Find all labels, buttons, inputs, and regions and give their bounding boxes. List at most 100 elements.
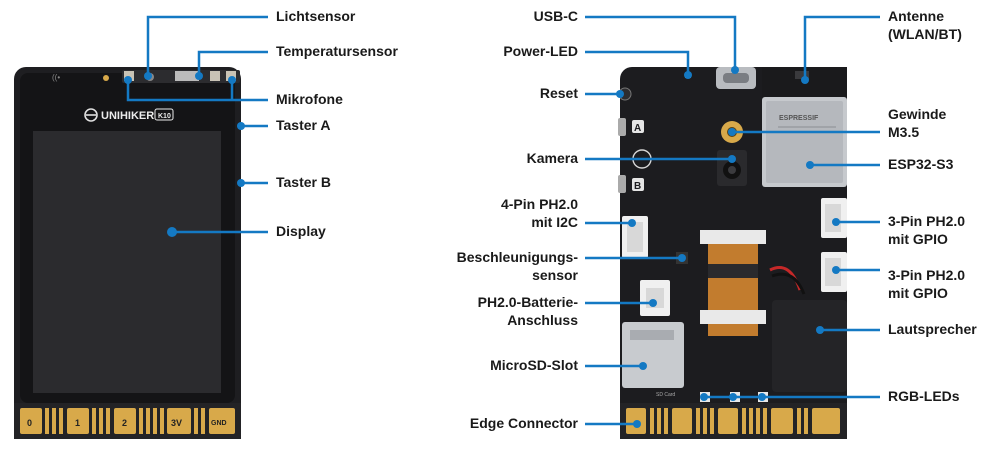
button-b-body bbox=[618, 175, 626, 193]
dot-mikrofone-1 bbox=[124, 76, 132, 84]
label-microsd: MicroSD-Slot bbox=[490, 357, 578, 373]
dot-rgb-2 bbox=[729, 393, 737, 401]
label-gewinde-line1: Gewinde bbox=[888, 106, 947, 122]
pin-label-gnd: GND bbox=[211, 420, 227, 427]
dot-lautsprecher bbox=[816, 326, 824, 334]
label-gewinde-line2: M3.5 bbox=[888, 124, 920, 140]
label-display: Display bbox=[276, 223, 326, 239]
label-gpio2-line1: 3-Pin PH2.0 bbox=[888, 267, 966, 283]
label-batterie-line1: PH2.0-Batterie- bbox=[477, 294, 578, 310]
dot-i2c bbox=[628, 219, 636, 227]
dot-gpio-1 bbox=[832, 218, 840, 226]
temp-part bbox=[175, 71, 199, 81]
callout-power-led bbox=[585, 50, 690, 73]
pin-pad-0 bbox=[20, 408, 42, 434]
dot-kamera bbox=[728, 155, 736, 163]
label-kamera: Kamera bbox=[526, 150, 578, 166]
label-antenne-line2: (WLAN/BT) bbox=[888, 26, 962, 42]
dot-rgb-1 bbox=[700, 393, 708, 401]
pin-label-2: 2 bbox=[122, 418, 127, 428]
button-b-marker bbox=[632, 178, 644, 191]
mic-left bbox=[124, 71, 134, 81]
fpc-connector-bottom bbox=[700, 310, 766, 324]
button-b-letter: B bbox=[634, 181, 641, 192]
front-display bbox=[33, 131, 221, 393]
dot-usb-c bbox=[731, 66, 739, 74]
label-lautsprecher: Lautsprecher bbox=[888, 321, 977, 337]
label-taster-a: Taster A bbox=[276, 117, 331, 133]
dot-taster-a bbox=[237, 122, 245, 130]
pin-pad-2 bbox=[114, 408, 136, 434]
callout-lichtsensor bbox=[146, 15, 268, 76]
label-reset: Reset bbox=[539, 85, 578, 101]
speaker bbox=[772, 300, 847, 392]
dot-antenne bbox=[801, 76, 809, 84]
dot-mikrofone-2 bbox=[228, 76, 236, 84]
speaker-wire-black bbox=[771, 272, 806, 295]
callout-antenne bbox=[803, 15, 880, 80]
button-a-body bbox=[618, 118, 626, 136]
nfc-icon: ((• bbox=[52, 73, 60, 82]
label-temperatursensor: Temperatursensor bbox=[276, 43, 398, 59]
pin-label-0: 0 bbox=[27, 418, 32, 428]
callout-usb-c bbox=[585, 15, 737, 70]
esp32-brand: ESPRESSIF bbox=[779, 115, 819, 122]
mic-right bbox=[210, 71, 220, 81]
dot-display bbox=[167, 227, 177, 237]
dot-reset bbox=[616, 90, 624, 98]
label-usb-c: USB-C bbox=[533, 8, 578, 24]
dot-microsd bbox=[639, 362, 647, 370]
brand-name: UNIHIKER bbox=[101, 110, 154, 122]
brand-badge: K10 bbox=[158, 113, 171, 120]
label-beschl-line1: Beschleunigungs- bbox=[456, 249, 578, 265]
label-4pin-line1: 4-Pin PH2.0 bbox=[500, 196, 578, 212]
label-gpio1-line1: 3-Pin PH2.0 bbox=[888, 213, 966, 229]
label-antenne-line1: Antenne bbox=[888, 8, 944, 24]
label-mikrofone: Mikrofone bbox=[276, 91, 343, 107]
dot-gewinde bbox=[728, 128, 736, 136]
dot-temperatursensor bbox=[195, 72, 203, 80]
pin-pad-gnd bbox=[209, 408, 235, 434]
label-gpio2-line2: mit GPIO bbox=[888, 285, 948, 301]
dot-edge bbox=[633, 420, 641, 428]
label-esp32: ESP32-S3 bbox=[888, 156, 954, 172]
label-beschl-line2: sensor bbox=[532, 267, 578, 283]
back-board: ESPRESSIF A B bbox=[618, 67, 847, 439]
pin-pad-3v bbox=[167, 408, 191, 434]
dot-taster-b bbox=[237, 179, 245, 187]
callout-mikrofone bbox=[126, 80, 268, 102]
label-taster-b: Taster B bbox=[276, 174, 331, 190]
fpc-connector-top bbox=[700, 230, 766, 244]
button-a-marker bbox=[632, 120, 644, 133]
label-gpio1-line2: mit GPIO bbox=[888, 231, 948, 247]
label-4pin-line2: mit I2C bbox=[531, 214, 578, 230]
front-edge-pins: 0 1 2 3V GND bbox=[20, 408, 235, 434]
pin-label-3v: 3V bbox=[171, 418, 182, 428]
dot-rgb-3 bbox=[758, 393, 766, 401]
pin-label-1: 1 bbox=[75, 418, 80, 428]
antenna-part bbox=[795, 71, 809, 79]
dot-batterie bbox=[649, 299, 657, 307]
label-edge: Edge Connector bbox=[469, 415, 578, 431]
dot-lichtsensor bbox=[144, 72, 152, 80]
pin-pad-1 bbox=[67, 408, 89, 434]
sd-card-label: SD Card bbox=[656, 392, 675, 398]
label-lichtsensor: Lichtsensor bbox=[276, 8, 356, 24]
back-edge-pins bbox=[626, 408, 840, 434]
mic-right-2 bbox=[226, 71, 236, 81]
dot-esp32 bbox=[806, 161, 814, 169]
front-board: ((• UNIHIKER K10 0 1 2 3V GND bbox=[14, 67, 241, 439]
brand-logo-icon bbox=[84, 108, 98, 122]
dot-beschleunigung bbox=[678, 254, 686, 262]
callout-temperatursensor bbox=[197, 50, 268, 76]
button-a-letter: A bbox=[634, 123, 641, 134]
callout-dots bbox=[124, 66, 840, 428]
label-rgb-leds: RGB-LEDs bbox=[888, 388, 960, 404]
brand-badge-frame bbox=[154, 108, 174, 121]
label-power-led: Power-LED bbox=[503, 43, 578, 59]
dot-power-led bbox=[684, 71, 692, 79]
label-batterie-line2: Anschluss bbox=[507, 312, 578, 328]
dot-gpio-2 bbox=[832, 266, 840, 274]
